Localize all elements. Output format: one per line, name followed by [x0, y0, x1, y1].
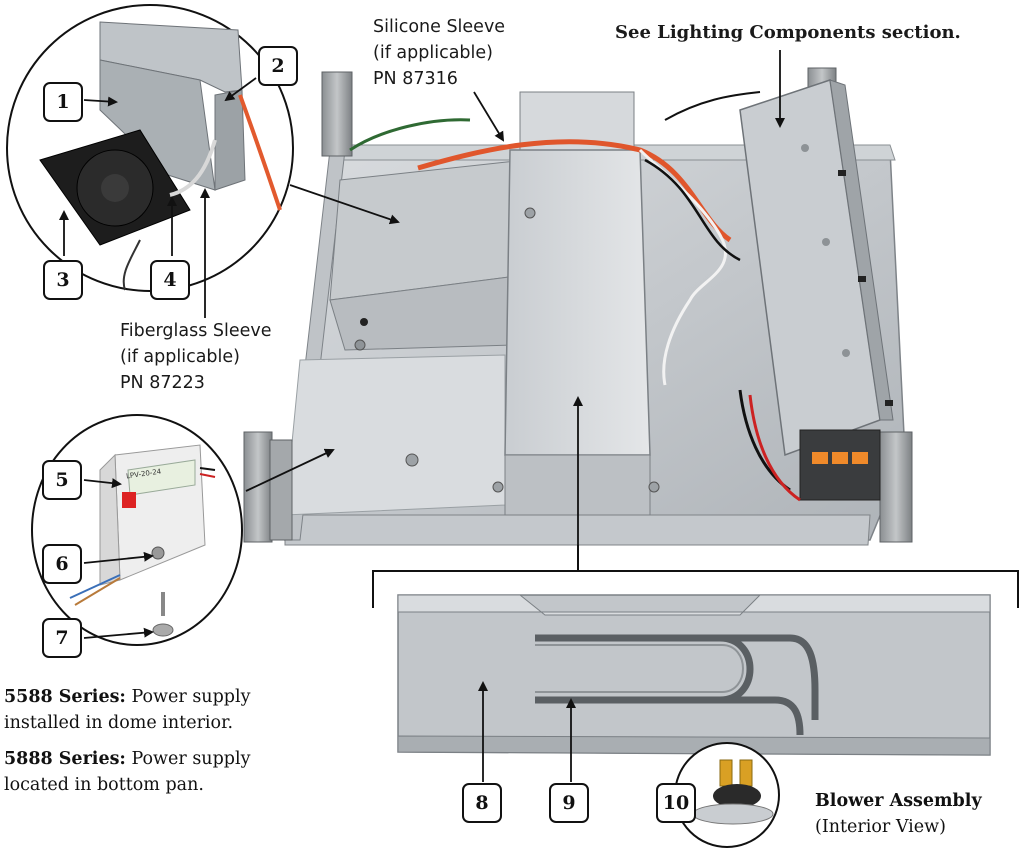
silicone-sleeve-line-3: PN 87316 — [373, 69, 458, 89]
wiring — [349, 91, 801, 502]
series-5888-text-2: located in bottom pan. — [4, 775, 204, 795]
series-5588-text-2: installed in dome interior. — [4, 713, 234, 733]
inset-power-supply-circle — [31, 414, 243, 646]
blower-assembly-title: Blower Assembly — [815, 791, 982, 811]
silicone-sleeve-label: Silicone Sleeve (if applicable) PN 87316 — [373, 14, 505, 92]
silicone-sleeve-line-1: Silicone Sleeve — [373, 17, 506, 37]
blower-assembly-caption: Blower Assembly (Interior View) — [815, 788, 982, 840]
left-cover-plate — [329, 159, 526, 351]
fiberglass-sleeve-label: Fiberglass Sleeve (if applicable) PN 872… — [120, 318, 272, 396]
lighting-housing — [739, 79, 894, 457]
central-duct — [405, 91, 660, 516]
callout-6: 6 — [42, 544, 82, 584]
callout-10: 10 — [656, 783, 696, 823]
callout-1: 1 — [43, 82, 83, 122]
corner-posts — [243, 67, 913, 543]
callout-8: 8 — [462, 783, 502, 823]
callout-4: 4 — [150, 260, 190, 300]
fiberglass-sleeve-line-1: Fiberglass Sleeve — [120, 321, 272, 341]
fiberglass-sleeve-line-2: (if applicable) — [120, 347, 240, 367]
inset-fan-circle — [6, 4, 294, 292]
series-5588-heading: 5588 Series: — [4, 687, 126, 707]
series-5588-text-1: Power supply — [125, 687, 251, 707]
callout-7: 7 — [42, 618, 82, 658]
callout-5: 5 — [42, 460, 82, 500]
callout-2: 2 — [258, 46, 298, 86]
silicone-sleeve-line-2: (if applicable) — [373, 43, 493, 63]
blower-assembly-subtitle: (Interior View) — [815, 817, 946, 837]
terminal-blocks — [799, 429, 881, 501]
blower-assembly-frame — [372, 545, 1019, 756]
series-5888-text-1: Power supply — [125, 749, 251, 769]
callout-9: 9 — [549, 783, 589, 823]
lighting-components-note: See Lighting Components section. — [615, 22, 961, 43]
fiberglass-sleeve-line-3: PN 87223 — [120, 373, 205, 393]
series-5588-note: 5588 Series: Power supply installed in d… — [4, 684, 250, 736]
series-5888-note: 5888 Series: Power supply located in bot… — [4, 746, 250, 798]
series-5888-heading: 5888 Series: — [4, 749, 126, 769]
callout-3: 3 — [43, 260, 83, 300]
leader-lines — [59, 50, 785, 782]
